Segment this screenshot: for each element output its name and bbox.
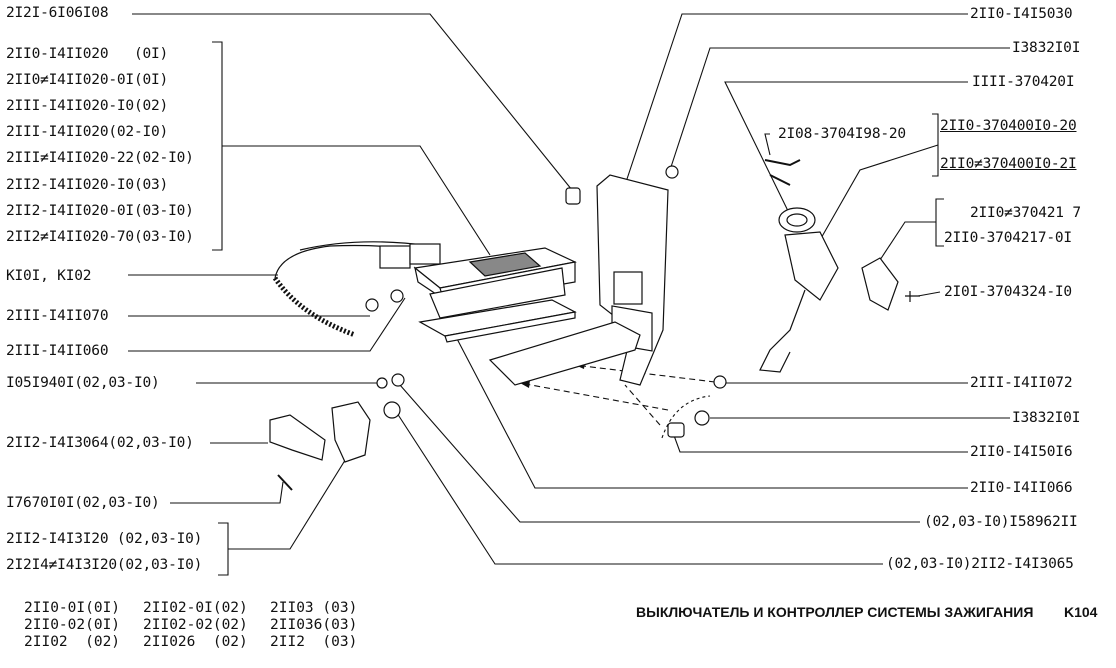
leader-line	[819, 144, 939, 241]
ecu-label-6: 2II2-I4II020-I0(03)	[6, 177, 169, 193]
holder-label-1: 2II2-I4I3I20 (02,03-I0)	[6, 531, 203, 547]
label-top-part: 2I2I-6I06I08	[6, 5, 109, 21]
label-nut-1: 2III-I4II070	[6, 308, 109, 324]
model-cell: 2II2 (03)	[270, 634, 358, 650]
leader-line	[132, 13, 573, 191]
leader-line	[669, 47, 1010, 171]
model-cell: 2II026 (02)	[143, 634, 248, 650]
main-bracket	[488, 174, 669, 386]
ecu-label-3: 2III-I4II020-I0(02)	[6, 98, 169, 114]
switch-label-2: 2II0≠370400I0-2I	[940, 156, 1077, 172]
label-plate: 2II0-I4II066	[970, 480, 1073, 496]
label-spacer: 2II0-I4I50I6	[970, 444, 1073, 460]
label-ignition-key: IIII-370420I	[972, 74, 1075, 90]
ecu-label-1: 2II0-I4II020 (0I)	[6, 46, 169, 62]
leader-line	[724, 81, 968, 216]
label-washer-3: (02,03-I0)I58962II	[924, 514, 1078, 530]
sensor-bracket	[269, 401, 371, 491]
group-bracket	[935, 198, 944, 247]
leader-line	[671, 429, 968, 453]
ecu-label-2: 2II0≠I4II020-0I(0I)	[6, 72, 169, 88]
label-washer-1: 2III-I4II060	[6, 343, 109, 359]
label-washer-2: I05I940I(02,03-I0)	[6, 375, 160, 391]
model-cell: 2II02 (02)	[24, 634, 121, 650]
leader-line	[228, 419, 371, 550]
group-bracket	[212, 41, 223, 251]
wiring-harness	[272, 241, 441, 338]
label-key-blank: 2I08-3704I98-20	[778, 126, 906, 142]
leader-line	[917, 291, 941, 297]
mounting-plate	[418, 299, 577, 343]
ecu-label-5: 2III≠I4II020-22(02-I0)	[6, 150, 194, 166]
label-screw: I7670I0I(02,03-I0)	[6, 495, 160, 511]
leader-line	[222, 145, 491, 256]
label-bushing-2: I3832I0I	[1012, 410, 1081, 426]
ecu-controller	[413, 247, 577, 319]
label-bracket: 2II2-I4I3064(02,03-I0)	[6, 435, 194, 451]
assembly-arrow	[519, 382, 669, 411]
leader-line	[454, 334, 968, 489]
page-title: ВЫКЛЮЧАТЕЛЬ И КОНТРОЛЛЕР СИСТЕМЫ ЗАЖИГАН…	[636, 604, 1034, 620]
cover-label-2: 2II0-3704217-0I	[944, 230, 1072, 246]
label-stud: (02,03-I0)2II2-I4I3065	[886, 556, 1074, 572]
model-cell: 2II0-0I(0I)	[24, 600, 121, 616]
leader-line	[399, 384, 920, 523]
holder-label-2: 2I2I4≠I4I3I20(02,03-I0)	[6, 557, 203, 573]
leader-line	[879, 221, 936, 261]
ecu-label-7: 2II2-I4II020-0I(03-I0)	[6, 203, 194, 219]
fasteners	[365, 165, 920, 438]
model-cell: 2II0-02(0I)	[24, 617, 121, 633]
model-cell: 2II02-0I(02)	[143, 600, 248, 616]
label-bracket-main: 2II0-I4I5030	[970, 6, 1073, 22]
label-harness: KI0I, KI02	[6, 268, 92, 284]
assembly-arrow	[624, 384, 661, 426]
ecu-label-8: 2II2≠I4II020-70(03-I0)	[6, 229, 194, 245]
leader-line	[128, 297, 406, 352]
group-bracket	[218, 522, 229, 576]
leader-line	[624, 13, 968, 186]
page-code: K104	[1064, 604, 1098, 620]
label-bushing-top: I3832I0I	[1012, 40, 1081, 56]
model-cell: 2II03 (03)	[270, 600, 358, 616]
leader-line	[170, 481, 284, 504]
assembly-arc	[661, 395, 711, 439]
leader-line	[394, 409, 883, 565]
model-cell: 2II036(03)	[270, 617, 358, 633]
leader-line	[764, 133, 771, 156]
label-cover-screw: 2I0I-3704324-I0	[944, 284, 1072, 300]
ignition-switch	[759, 159, 899, 373]
ecu-label-4: 2III-I4II020(02-I0)	[6, 124, 169, 140]
switch-label-1: 2II0-370400I0-20	[940, 118, 1077, 134]
cover-label-1: 2II0≠370421 7	[970, 205, 1081, 221]
model-cell: 2II02-02(02)	[143, 617, 248, 633]
label-nut-2: 2III-I4II072	[970, 375, 1073, 391]
